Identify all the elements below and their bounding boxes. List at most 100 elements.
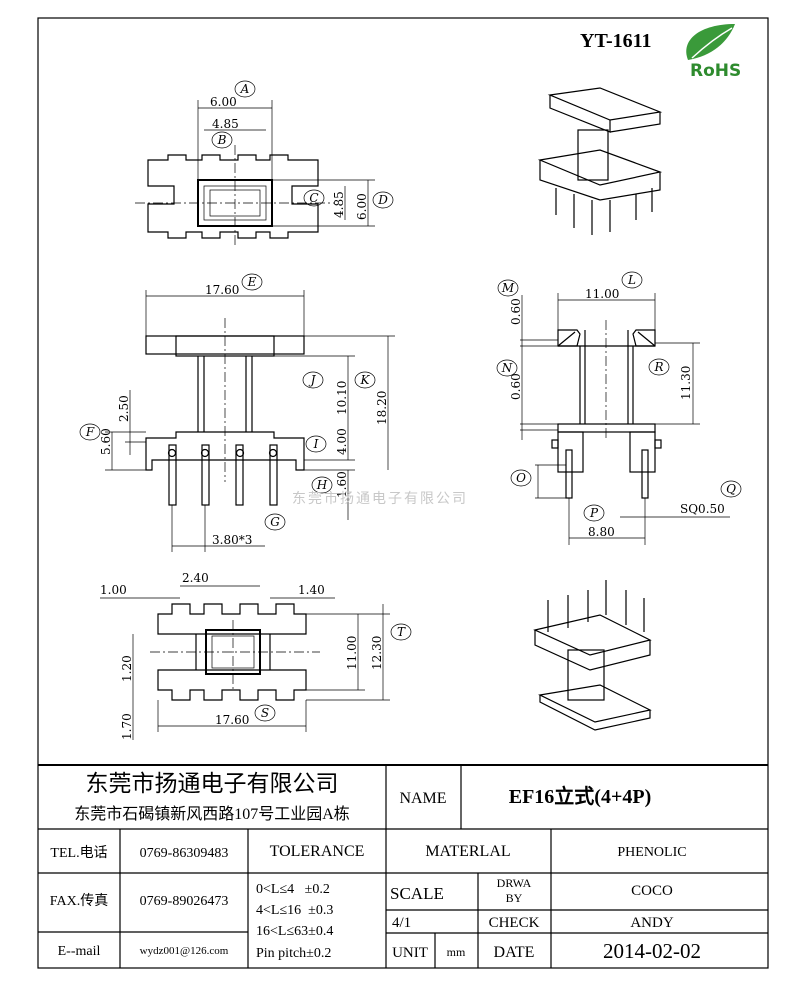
isometric-view-top	[537, 87, 663, 235]
svg-text:Q: Q	[726, 482, 736, 496]
callout-D: D	[372, 191, 394, 209]
scale-value: 4/1	[392, 915, 411, 931]
svg-text:5.60: 5.60	[99, 428, 113, 455]
svg-text:D: D	[377, 193, 388, 207]
svg-text:0.60: 0.60	[509, 298, 523, 325]
svg-text:A: A	[240, 82, 250, 96]
tel-value: 0769-86309483	[140, 846, 229, 861]
callout-K: K	[354, 371, 376, 389]
side-view: 11.00 0.60 0.60 11.30 8.80 SQ0.50	[509, 287, 730, 545]
svg-text:10.10: 10.10	[335, 381, 349, 415]
drawn-by-label: BY	[506, 891, 523, 905]
svg-text:11.30: 11.30	[679, 366, 693, 400]
svg-text:J: J	[308, 373, 317, 387]
svg-text:E: E	[247, 275, 257, 289]
svg-text:H: H	[316, 478, 328, 492]
callout-labels: A B C D E F G H I J K L M N O P Q R S T	[79, 80, 742, 722]
svg-text:2.50: 2.50	[117, 395, 131, 422]
fax-value: 0769-89026473	[140, 894, 229, 909]
svg-text:0.60: 0.60	[509, 373, 523, 400]
callout-A: A	[234, 80, 256, 98]
svg-text:P: P	[589, 506, 599, 520]
svg-text:R: R	[653, 360, 663, 374]
company-address: 东莞市石碣镇新风西路107号工业园A栋	[74, 805, 350, 823]
callout-M: M	[497, 279, 519, 297]
callout-G: G	[264, 513, 286, 531]
fax-label: FAX.传真	[50, 893, 108, 909]
svg-text:RoHS: RoHS	[690, 61, 741, 81]
svg-text:11.00: 11.00	[345, 636, 359, 670]
svg-text:8.80: 8.80	[588, 525, 615, 539]
svg-text:4.85: 4.85	[332, 191, 346, 218]
callout-I: I	[305, 435, 327, 453]
svg-text:1.60: 1.60	[335, 471, 349, 498]
email-value: wydz001@126.com	[140, 945, 229, 957]
bottom-view: 1.00 2.40 1.40 1.20 1.70 17.60 11.00 12.…	[100, 571, 390, 740]
svg-text:L: L	[627, 273, 636, 287]
svg-text:T: T	[397, 625, 406, 639]
part-number: YT-1611	[580, 30, 652, 52]
svg-text:18.20: 18.20	[375, 391, 389, 425]
callout-O: O	[510, 469, 532, 487]
svg-text:3.80*3: 3.80*3	[212, 533, 252, 547]
company-name: 东莞市扬通电子有限公司	[86, 771, 339, 796]
date-value: 2014-02-02	[603, 939, 701, 963]
svg-text:1.70: 1.70	[120, 713, 134, 740]
svg-text:B: B	[217, 133, 227, 147]
svg-text:4.85: 4.85	[212, 117, 239, 131]
callout-J: J	[302, 371, 324, 389]
top-view: 6.00 4.85 4.85 6.00	[135, 95, 375, 245]
svg-text:1.20: 1.20	[120, 655, 134, 682]
svg-text:F: F	[85, 425, 95, 439]
part-name: EF16立式(4+4P)	[509, 784, 652, 808]
svg-text:2.40: 2.40	[182, 571, 209, 585]
callout-C: C	[303, 189, 325, 207]
front-pins	[167, 444, 278, 506]
svg-text:11.00: 11.00	[585, 287, 619, 301]
front-view: 17.60 18.20 10.10 4.00 1.60 5.60 2.50 3.…	[99, 283, 395, 552]
checked-by-value: ANDY	[630, 915, 673, 931]
name-label: NAME	[399, 790, 446, 807]
rohs-logo: RoHS	[686, 24, 741, 81]
svg-text:4.00: 4.00	[335, 428, 349, 455]
watermark: 东莞市扬通电子有限公司	[292, 490, 468, 507]
svg-text:6.00: 6.00	[355, 193, 369, 220]
check-label: CHECK	[489, 915, 540, 931]
material-value: PHENOLIC	[617, 845, 686, 860]
title-block: 东莞市扬通电子有限公司 东莞市石碣镇新风西路107号工业园A栋 NAME EF1…	[38, 764, 768, 968]
sheet-border	[37, 17, 769, 969]
callout-T: T	[390, 623, 412, 641]
callout-B: B	[211, 131, 233, 149]
svg-text:SQ0.50: SQ0.50	[680, 502, 725, 516]
tolerance-row: 4<L≤16 ±0.3	[256, 903, 333, 918]
callout-L: L	[621, 271, 643, 289]
callout-R: R	[648, 358, 670, 376]
svg-text:C: C	[309, 191, 318, 205]
svg-text:S: S	[261, 706, 269, 720]
callout-H: H	[311, 476, 333, 494]
svg-text:17.60: 17.60	[215, 713, 249, 727]
callout-Q: Q	[720, 480, 742, 498]
tolerance-label: TOLERANCE	[270, 843, 365, 860]
tolerance-row: 16<L≤63±0.4	[256, 924, 333, 939]
svg-text:12.30: 12.30	[370, 636, 384, 670]
tel-label: TEL.电话	[50, 845, 107, 861]
svg-text:N: N	[501, 361, 513, 375]
drawn-by-label: DRWA	[497, 876, 532, 890]
svg-text:K: K	[360, 373, 371, 387]
isometric-view-bottom	[533, 580, 652, 731]
date-label: DATE	[494, 944, 535, 961]
svg-text:6.00: 6.00	[210, 95, 237, 109]
drawn-by-value: COCO	[631, 883, 673, 899]
unit-value: mm	[447, 945, 466, 959]
scale-label: SCALE	[390, 884, 444, 903]
callout-E: E	[241, 273, 263, 291]
svg-text:1.00: 1.00	[100, 583, 127, 597]
callout-N: N	[496, 359, 518, 377]
svg-text:G: G	[270, 515, 280, 529]
svg-text:O: O	[516, 471, 526, 485]
svg-text:1.40: 1.40	[298, 583, 325, 597]
unit-label: UNIT	[392, 945, 428, 961]
email-label: E--mail	[58, 944, 101, 959]
